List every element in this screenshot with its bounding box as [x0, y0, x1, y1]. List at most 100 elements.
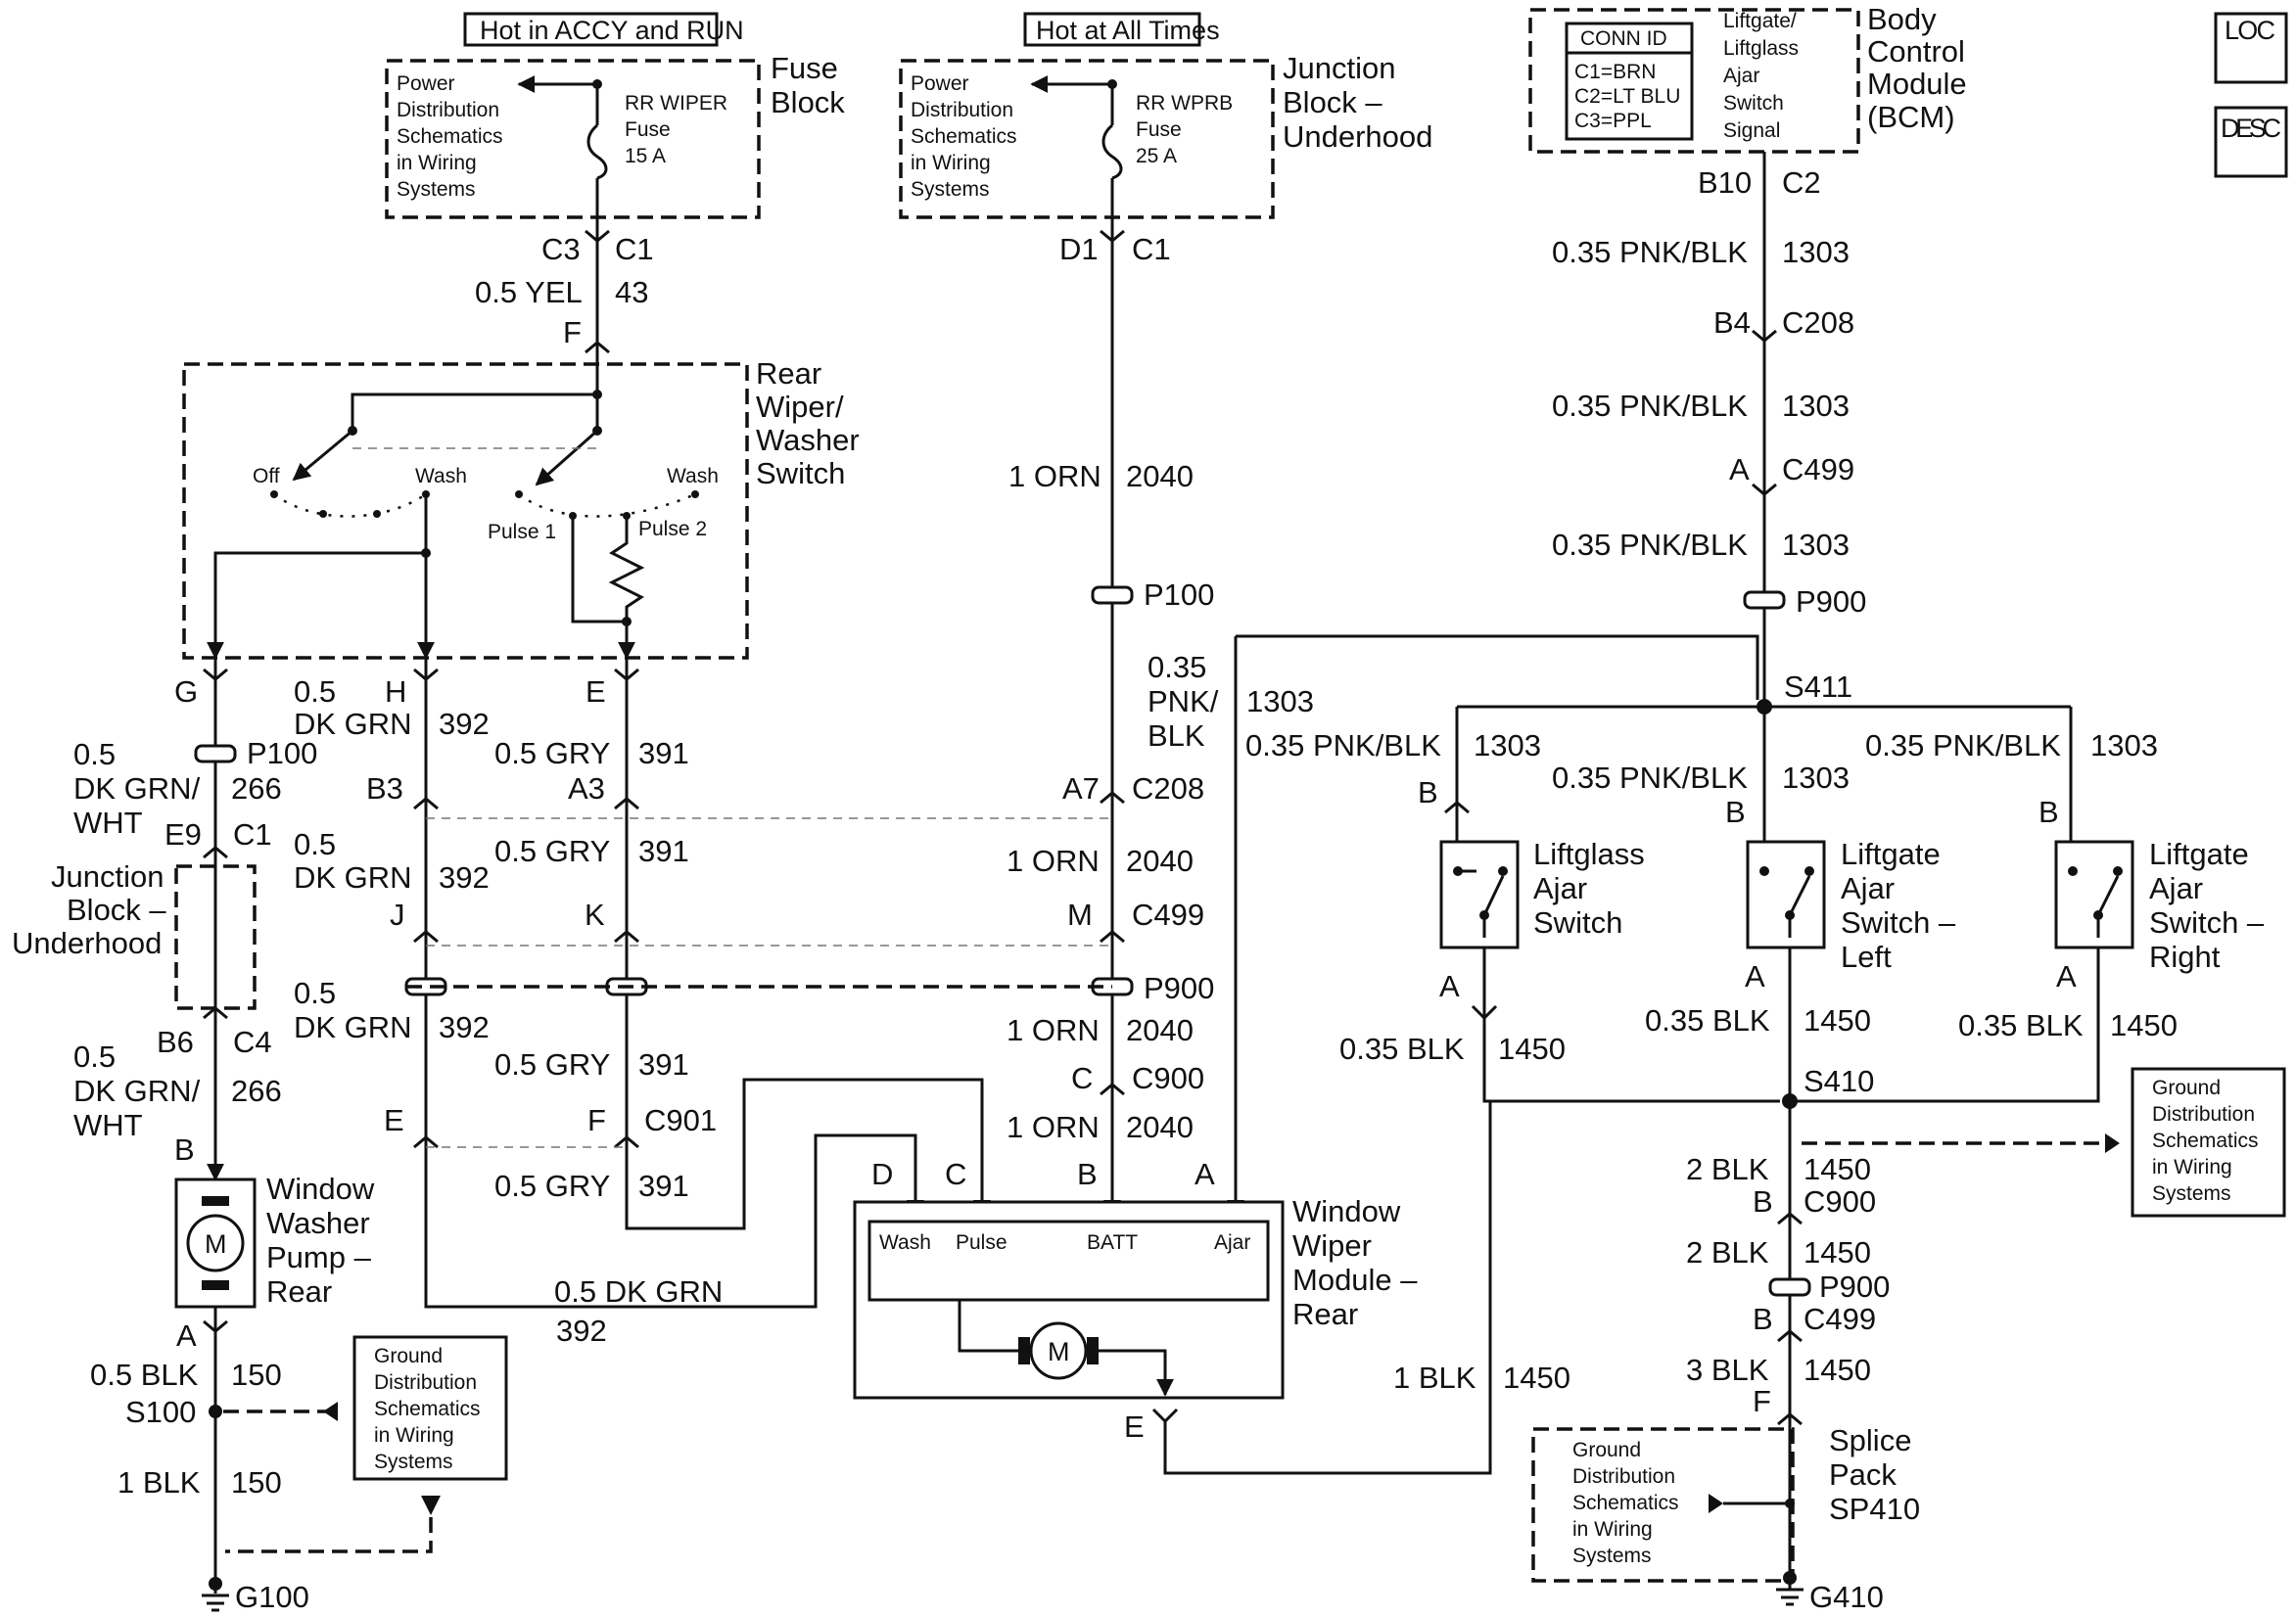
washer-pump-title: Window [266, 1172, 375, 1206]
liftglass-ajar-switch: 0.35 PNK/BLK 1303 B Liftglass Ajar Switc… [1245, 728, 1645, 1103]
position-wash: Wash [415, 465, 467, 487]
pin-label: B4 [1713, 305, 1751, 340]
fuse-block-hot-label: Hot in ACCY and RUN [480, 16, 744, 45]
loc-button[interactable]: LOC [2214, 12, 2288, 84]
motor-label: M [205, 1229, 227, 1259]
connector-label: C1 [233, 817, 272, 852]
wire-gauge: 0.35 PNK/BLK [1552, 528, 1748, 562]
liftgate-ajar-switch-right: 0.35 PNK/BLK 1303 B Liftgate Ajar Switch… [1790, 728, 2265, 1103]
power-note-line: Schematics [911, 125, 1017, 148]
circuit-number: 43 [615, 275, 648, 309]
pin-label: B3 [366, 771, 403, 806]
wire-gauge: DK GRN [294, 860, 412, 895]
circuit-number: 2040 [1126, 459, 1194, 493]
wire-gauge: 0.35 BLK [1645, 1003, 1770, 1038]
ground-icon [209, 1577, 222, 1591]
bcm-title: (BCM) [1867, 100, 1955, 134]
yellow-wire: C3 C1 0.5 YEL 43 F [475, 223, 654, 364]
pin-label: F [563, 315, 582, 349]
wire-gauge: DK GRN/ [73, 771, 201, 806]
wire-gauge: 0.5 [73, 1040, 116, 1074]
ground-note-line: Schematics [374, 1398, 481, 1420]
wire-gauge: 1 ORN [1007, 1110, 1100, 1144]
wire-gauge: 1 BLK [117, 1465, 201, 1500]
switch-name: Left [1841, 940, 1892, 974]
bcm-title: Control [1867, 34, 1965, 69]
motor-icon [1029, 1321, 1088, 1380]
circuit-number: 1450 [1804, 1353, 1871, 1387]
wire-gauge: 1 ORN [1007, 844, 1100, 878]
rear-wiper-washer-switch: Rear Wiper/ Washer Switch Off Wash Wash … [182, 347, 860, 660]
connector-label: C499 [1804, 1302, 1876, 1336]
splice-pack-title: Pack [1829, 1457, 1897, 1492]
desc-button[interactable]: DESC [2214, 106, 2288, 178]
pin-label: F [587, 1103, 606, 1137]
washer-pump-feed-wire: G P100 0.5 DK GRN/ WHT 266 E9 C1 Junctio… [12, 658, 317, 1184]
pin-label: C [945, 1157, 966, 1191]
bcm-signal-line: Liftgate/ [1723, 10, 1797, 32]
wire-gauge: 0.35 PNK/BLK [1245, 728, 1441, 762]
circuit-number: 392 [556, 1314, 607, 1348]
wiper-module-title: Window [1292, 1194, 1401, 1228]
pin-label: B [174, 1132, 195, 1167]
connector-label: C208 [1782, 305, 1854, 340]
circuit-number: 391 [638, 834, 689, 868]
terminal-label: Wash [879, 1231, 931, 1254]
wiper-module-title: Rear [1292, 1297, 1358, 1331]
circuit-number: 392 [439, 707, 490, 741]
circuit-number: 1303 [1782, 235, 1850, 269]
fuse-icon [1101, 123, 1123, 180]
switch-name: Switch – [1841, 905, 1956, 940]
junction-block: Hot at All Times Power Distribution Sche… [899, 12, 1432, 223]
pin-label: K [585, 898, 605, 932]
liftgate-ajar-switch-left: 0.35 PNK/BLK 1303 B Liftgate Ajar Switch… [1552, 761, 1956, 1101]
pin-label: A [1195, 1157, 1215, 1191]
wire-gauge: 0.35 PNK/BLK [1552, 235, 1748, 269]
bcm-signal-line: Ajar [1723, 65, 1759, 87]
position-pulse-2: Pulse 2 [638, 518, 707, 540]
junction-block-title: Block – [1283, 85, 1382, 119]
wire-gauge: BLK [1148, 718, 1205, 753]
circuit-number: 2040 [1126, 1013, 1194, 1047]
wire-gauge: 1 ORN [1008, 459, 1101, 493]
pin-label: F [1753, 1384, 1771, 1418]
junction-block-title: Underhood [1283, 119, 1432, 154]
circuit-number: 392 [439, 1010, 490, 1044]
wire-gauge: 0.5 BLK [90, 1358, 199, 1392]
pin-label: C [1071, 1061, 1093, 1095]
power-note-line: Power [911, 72, 969, 95]
ground-icon [1783, 1571, 1797, 1585]
wire-gauge: 0.5 DK GRN [554, 1274, 723, 1309]
connector-label: P100 [1144, 578, 1214, 612]
fuse-rating: 15 A [625, 145, 666, 167]
bcm-title: Body [1867, 2, 1937, 36]
splice-pack-title: SP410 [1829, 1492, 1920, 1526]
pin-label: M [1067, 898, 1093, 932]
circuit-number: 1450 [1503, 1361, 1570, 1395]
wire-gauge: DK GRN/ [73, 1074, 201, 1108]
circuit-number: 150 [231, 1465, 282, 1500]
wire-gauge: 0.5 GRY [494, 1047, 610, 1082]
washer-pump-title: Pump – [266, 1240, 372, 1274]
switch-name: Liftgate [1841, 837, 1941, 871]
fuse-rating: 25 A [1136, 145, 1177, 167]
ground-label: G100 [235, 1580, 309, 1614]
pin-label: J [390, 898, 405, 932]
junction-block-label: Block – [67, 893, 166, 927]
pin-label: A3 [568, 771, 605, 806]
switch-contact-arrow [292, 429, 353, 482]
circuit-number: 1450 [2110, 1008, 2178, 1042]
wiper-module-rear: 0.35 PNK/ BLK 1303 D C B A Wash Pulse BA… [853, 634, 1780, 1475]
wire-gauge: 0.5 GRY [494, 834, 610, 868]
splice-pack-title: Splice [1829, 1423, 1911, 1457]
wire-gauge: 0.35 [1148, 650, 1206, 684]
switch-name: Ajar [1841, 871, 1895, 905]
wire-gauge: PNK/ [1148, 684, 1219, 718]
wire-gauge: 0.5 YEL [475, 275, 583, 309]
pin-label: A [2056, 959, 2077, 993]
terminal-label: Ajar [1214, 1231, 1250, 1254]
motor-label: M [1048, 1337, 1070, 1366]
position-wash: Wash [667, 465, 719, 487]
connector-label: C499 [1782, 452, 1854, 486]
